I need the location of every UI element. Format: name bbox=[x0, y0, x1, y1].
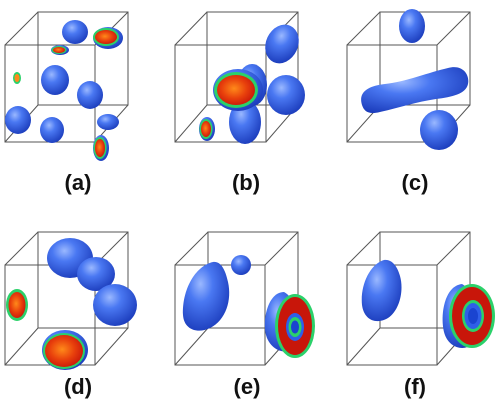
droplet bbox=[41, 65, 69, 95]
cut-droplet bbox=[199, 117, 215, 141]
panel-f bbox=[346, 231, 495, 366]
cut-droplet bbox=[93, 135, 109, 161]
droplet bbox=[40, 117, 64, 143]
panel-label-d: (d) bbox=[63, 374, 93, 399]
cut-droplet bbox=[264, 292, 315, 358]
half-droplet bbox=[182, 261, 230, 331]
panel-label-e: (e) bbox=[233, 374, 261, 399]
panel-c bbox=[346, 9, 471, 150]
droplet bbox=[5, 106, 31, 134]
half-droplet bbox=[361, 259, 402, 322]
cut-droplet bbox=[13, 72, 21, 84]
panel-a-droplets bbox=[5, 20, 123, 161]
elongated-droplet bbox=[361, 67, 469, 114]
cut-droplet bbox=[213, 69, 263, 111]
panel-b-droplets bbox=[199, 24, 305, 144]
panel-label-b: (b) bbox=[231, 170, 261, 195]
panel-label-f: (f) bbox=[404, 374, 426, 399]
panel-c-droplets bbox=[361, 9, 469, 150]
panel-e-droplets bbox=[182, 255, 315, 358]
panel-label-c: (c) bbox=[401, 170, 429, 195]
cut-droplet bbox=[442, 284, 495, 348]
panel-a bbox=[4, 11, 129, 161]
droplet bbox=[62, 20, 88, 44]
panel-e bbox=[174, 231, 315, 366]
panel-f-droplets bbox=[361, 259, 495, 348]
droplet bbox=[267, 75, 305, 115]
droplet bbox=[77, 81, 103, 109]
droplet bbox=[229, 100, 261, 144]
cut-droplet bbox=[93, 27, 123, 49]
panel-d bbox=[4, 231, 137, 370]
droplet bbox=[77, 257, 115, 291]
droplet bbox=[93, 284, 137, 326]
droplet bbox=[420, 110, 458, 150]
panel-b bbox=[174, 11, 305, 144]
droplet bbox=[265, 24, 299, 64]
droplet bbox=[399, 9, 425, 43]
panel-d-droplets bbox=[6, 238, 137, 370]
panel-label-a: (a) bbox=[64, 170, 92, 195]
cut-droplet bbox=[6, 289, 28, 321]
droplet bbox=[231, 255, 251, 275]
cut-droplet bbox=[51, 45, 69, 55]
droplet bbox=[97, 114, 119, 130]
cut-droplet bbox=[42, 330, 88, 370]
